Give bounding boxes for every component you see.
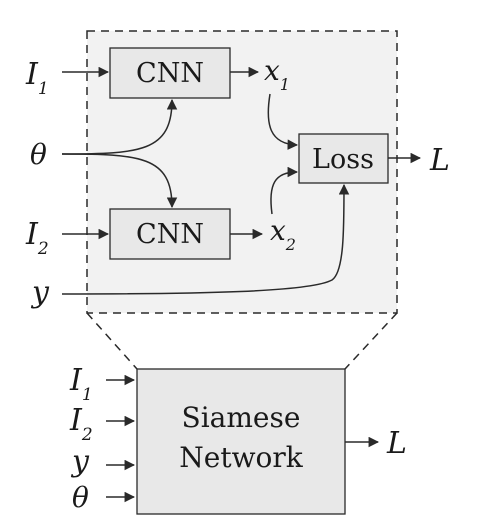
output-l-label: L	[429, 143, 450, 178]
feature-x2-label: x2	[270, 214, 296, 254]
compact-input-i1-label: I1	[69, 363, 93, 405]
zoom-line-right	[344, 312, 398, 370]
cnn-bottom-box	[109, 208, 231, 260]
cnn-top-label: CNN	[136, 58, 204, 89]
arrow-theta-to-cnn-bottom	[61, 153, 178, 209]
arrow-x1-to-loss	[267, 93, 299, 150]
compact-input-i2-label: I2	[69, 403, 93, 445]
compact-input-theta-label: θ	[72, 481, 89, 514]
cnn-bottom-label: CNN	[136, 219, 204, 250]
arrow-x2-to-loss	[270, 166, 299, 215]
zoom-line-left	[86, 312, 138, 370]
siamese-label-line2: Network	[179, 441, 304, 474]
input-i1-label: I1	[25, 57, 49, 99]
siamese-label-line1: Siamese	[182, 401, 301, 434]
detail-panel-border	[86, 30, 398, 314]
compact-output-l-label: L	[386, 426, 407, 461]
arrow-y-to-loss	[61, 183, 350, 295]
input-theta-label: θ	[30, 138, 47, 171]
input-y-label: y	[30, 275, 50, 310]
input-i2-label: I2	[25, 217, 49, 259]
compact-input-y-label: y	[70, 444, 90, 479]
feature-x1-label: x1	[264, 54, 290, 94]
cnn-top-box	[109, 47, 231, 99]
siamese-network-box	[136, 368, 346, 515]
loss-label: Loss	[312, 144, 374, 175]
